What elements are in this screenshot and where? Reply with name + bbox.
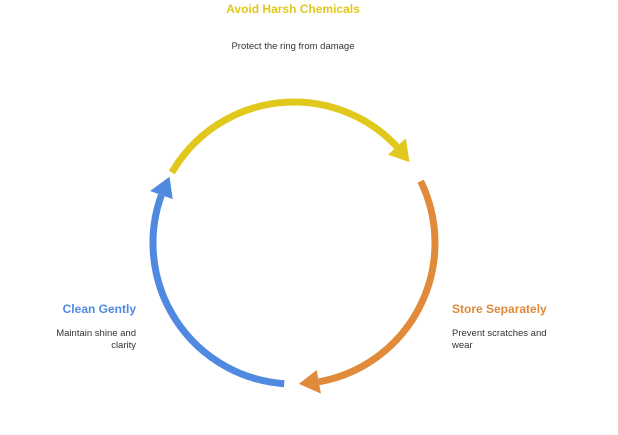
cycle-arrow-clean-gently <box>149 193 285 388</box>
arrowhead-avoid-harsh-chemicals <box>388 138 410 163</box>
stage-title-clean-gently: Clean Gently <box>62 302 136 316</box>
arrowhead-clean-gently <box>150 176 173 200</box>
stage-title-store-separately: Store Separately <box>452 302 547 316</box>
stage-description-avoid-harsh-chemicals: Protect the ring from damage <box>231 41 355 52</box>
cycle-arrows <box>149 98 439 394</box>
stage-title-avoid-harsh-chemicals: Avoid Harsh Chemicals <box>226 2 360 16</box>
stage-description-store-separately: Prevent scratches and wear <box>452 328 547 351</box>
cycle-arrow-avoid-harsh-chemicals <box>168 98 400 175</box>
stage-description-clean-gently: Maintain shine and clarity <box>56 328 136 351</box>
arrowhead-store-separately <box>298 370 321 394</box>
cycle-arrow-store-separately <box>318 179 439 386</box>
